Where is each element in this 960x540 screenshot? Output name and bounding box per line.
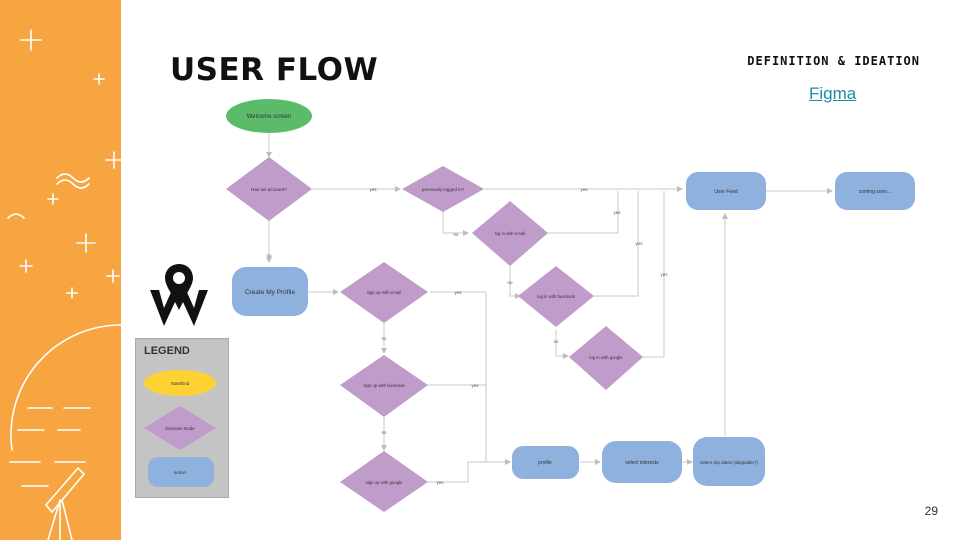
edge-label-yes: yes: [369, 187, 377, 192]
legend-start-shape: [144, 370, 216, 396]
coming-soon-label: coming soon...: [859, 189, 892, 195]
welcome-screen-label: Welcome screen: [247, 114, 292, 120]
wave-icon: [7, 213, 25, 219]
edge-label-no: no: [507, 280, 513, 285]
log-in-facebook-label: log in with facebook: [537, 294, 576, 299]
page-number: 29: [924, 504, 938, 518]
edge-label-yes: yes: [635, 241, 643, 246]
sign-up-email-decision: [340, 262, 428, 323]
log-in-facebook-decision: [518, 266, 594, 327]
edge-labels: yes yes yes yes yes yes yes yes no no no…: [266, 187, 668, 485]
edge-label-yes: yes: [613, 210, 621, 215]
sparkle-icon: [47, 193, 59, 205]
has-account-label: Has an account?: [251, 187, 287, 193]
sign-up-email-label: sign up with email: [367, 290, 401, 295]
edge-label-no: no: [266, 253, 272, 258]
figma-link[interactable]: Figma: [809, 84, 857, 103]
section-label: DEFINITION & IDEATION: [747, 54, 920, 68]
legend-start-label: Start/End: [171, 381, 190, 386]
edge-label-no: no: [553, 339, 559, 344]
coming-soon-node: [835, 172, 915, 210]
app-logo: [150, 264, 208, 326]
profile-node: [512, 446, 579, 479]
edge-label-yes: yes: [471, 383, 479, 388]
sparkle-icon: [105, 151, 121, 169]
edge-label-no: no: [453, 232, 459, 237]
edge-label-yes: yes: [454, 290, 462, 295]
wave-icon: [56, 179, 90, 189]
sparkle-icon: [93, 73, 105, 85]
user-feed-label: User Feed: [714, 189, 738, 195]
user-feed-node: [686, 172, 766, 210]
sign-up-google-label: sign up with google: [366, 480, 403, 485]
sidebar-illustration: [7, 29, 121, 540]
previously-logged-decision: [402, 166, 484, 212]
log-in-google-label: log in with google: [589, 355, 623, 360]
page-title: USER FLOW: [170, 52, 379, 88]
telescope-icon: [44, 466, 86, 514]
sparkle-icon: [76, 233, 96, 253]
create-profile-label: Create My Profile: [245, 289, 296, 296]
legend-decision-shape: [144, 406, 216, 450]
edge-label-yes: yes: [580, 187, 588, 192]
connectors: [266, 133, 833, 483]
select-interests-label: select interests: [625, 460, 659, 466]
profile-label: profile: [538, 460, 552, 466]
select-clip-dates-label: select clip dates (skippable?): [700, 460, 758, 465]
sparkle-icon: [19, 259, 33, 273]
has-account-decision: [226, 157, 312, 221]
select-clip-dates-node: [693, 437, 765, 486]
sparkle-icon: [66, 287, 78, 299]
map-pin-icon: [165, 264, 193, 304]
sparkle-icon: [20, 29, 42, 51]
wave-icon: [56, 173, 90, 183]
log-in-email-decision: [472, 201, 548, 266]
select-interests-node: [602, 441, 682, 483]
log-in-email-label: log in with email: [495, 231, 526, 236]
legend-action-shape: [148, 457, 214, 487]
sign-up-google-decision: [340, 451, 428, 512]
welcome-screen-node: [226, 99, 312, 133]
create-profile-node: [232, 267, 308, 316]
log-in-google-decision: [569, 326, 643, 390]
previously-logged-label: previously logged in?: [422, 187, 465, 192]
sign-up-facebook-decision: [340, 355, 428, 417]
sign-up-facebook-label: sign up with facebook: [363, 383, 405, 388]
edge-label-yes: yes: [436, 480, 444, 485]
legend: LEGEND Start/End Decision Node action: [135, 338, 229, 498]
sparkle-icon: [106, 269, 120, 283]
legend-shapes: Start/End Decision Node action: [144, 370, 216, 487]
edge-label-no: no: [381, 430, 387, 435]
horizon-arc: [10, 324, 121, 451]
edge-label-yes: yes: [660, 272, 668, 277]
legend-decision-label: Decision Node: [165, 426, 195, 431]
edge-label-no: no: [381, 336, 387, 341]
legend-action-label: action: [174, 470, 187, 475]
decorative-sidebar: [0, 0, 121, 540]
legend-title: LEGEND: [144, 345, 190, 357]
